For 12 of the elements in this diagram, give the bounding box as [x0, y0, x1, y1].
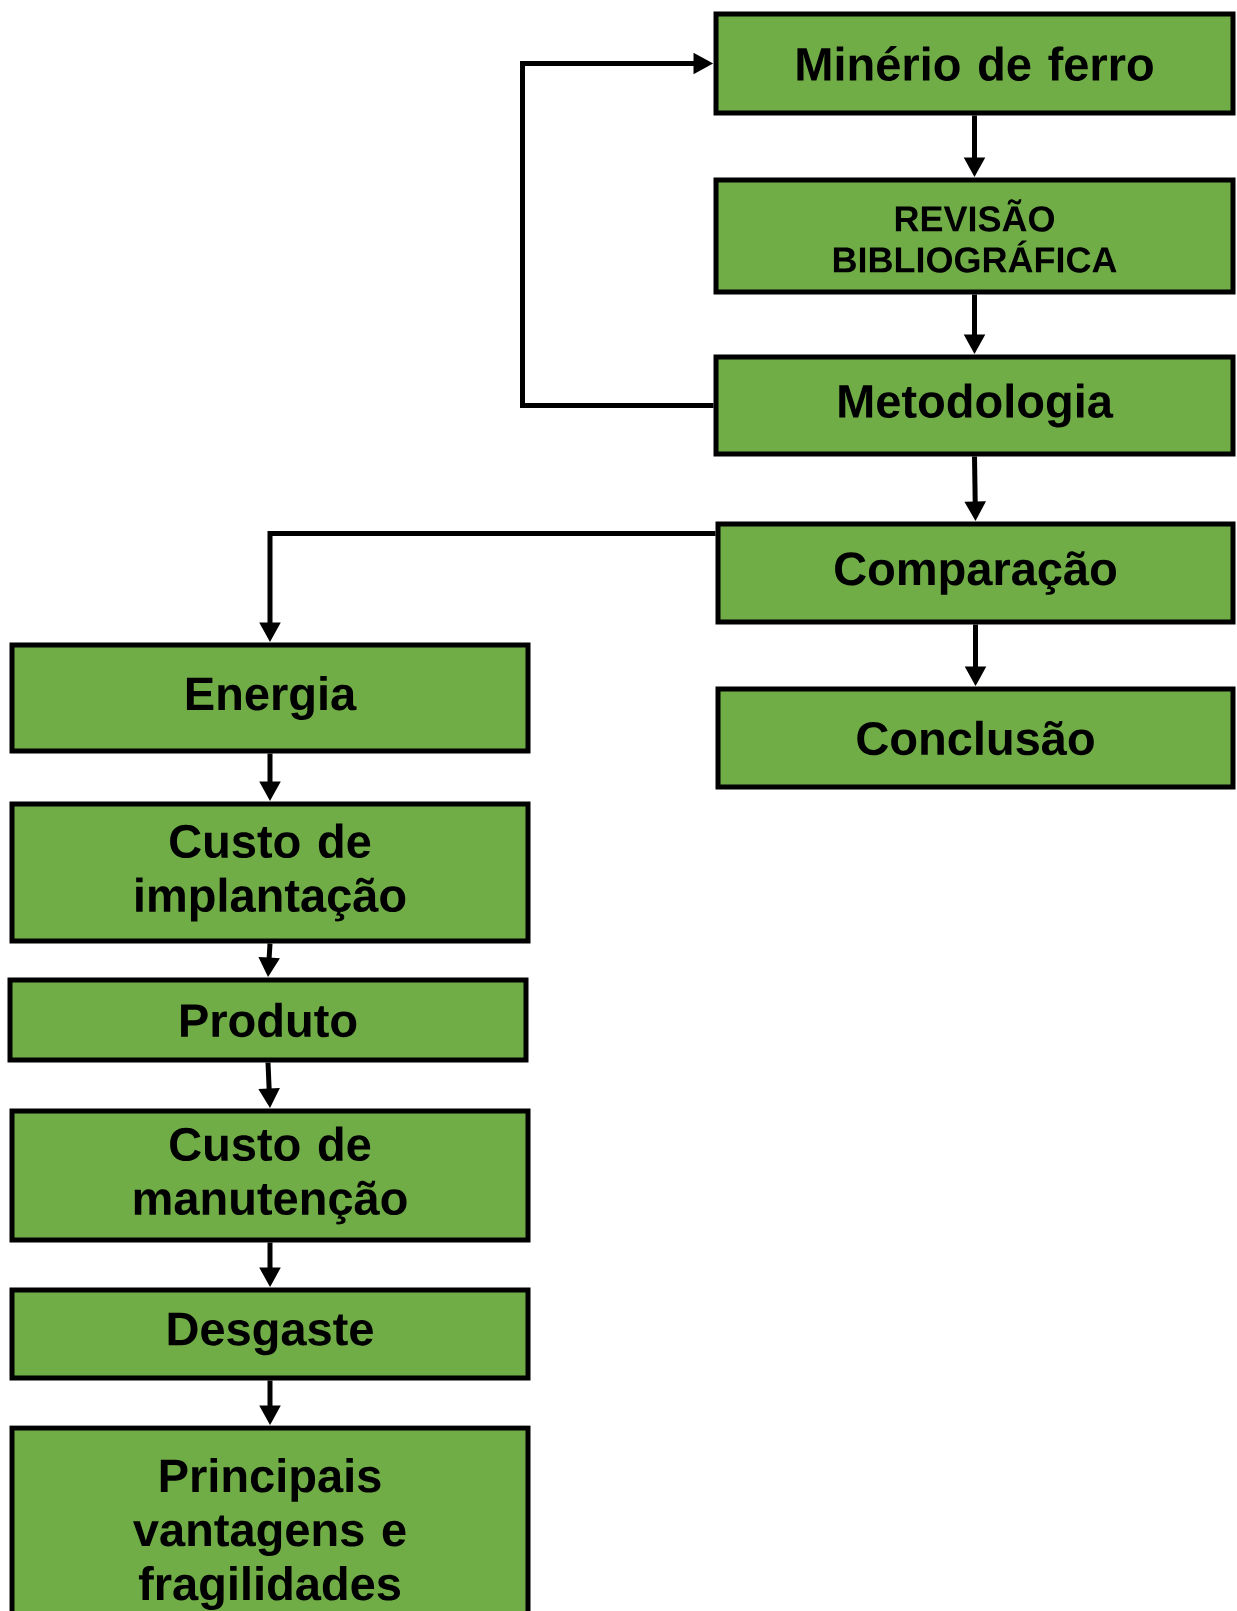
- process-box: Energia: [9, 642, 531, 754]
- process-box: Minério de ferro: [713, 11, 1236, 116]
- process-box: Custo de implantação: [9, 801, 531, 944]
- process-box: REVISÃO BIBLIOGRÁFICA: [713, 177, 1236, 295]
- process-box: Metodologia: [713, 354, 1236, 457]
- process-box: Conclusão: [715, 686, 1236, 790]
- process-box: Custo de manutenção: [9, 1108, 531, 1243]
- process-box: Produto: [7, 977, 529, 1063]
- process-box: Principais vantagens e fragilidades: [9, 1425, 531, 1611]
- process-box: Comparação: [715, 521, 1236, 625]
- process-box: Desgaste: [9, 1287, 531, 1381]
- arrow: [520, 52, 714, 408]
